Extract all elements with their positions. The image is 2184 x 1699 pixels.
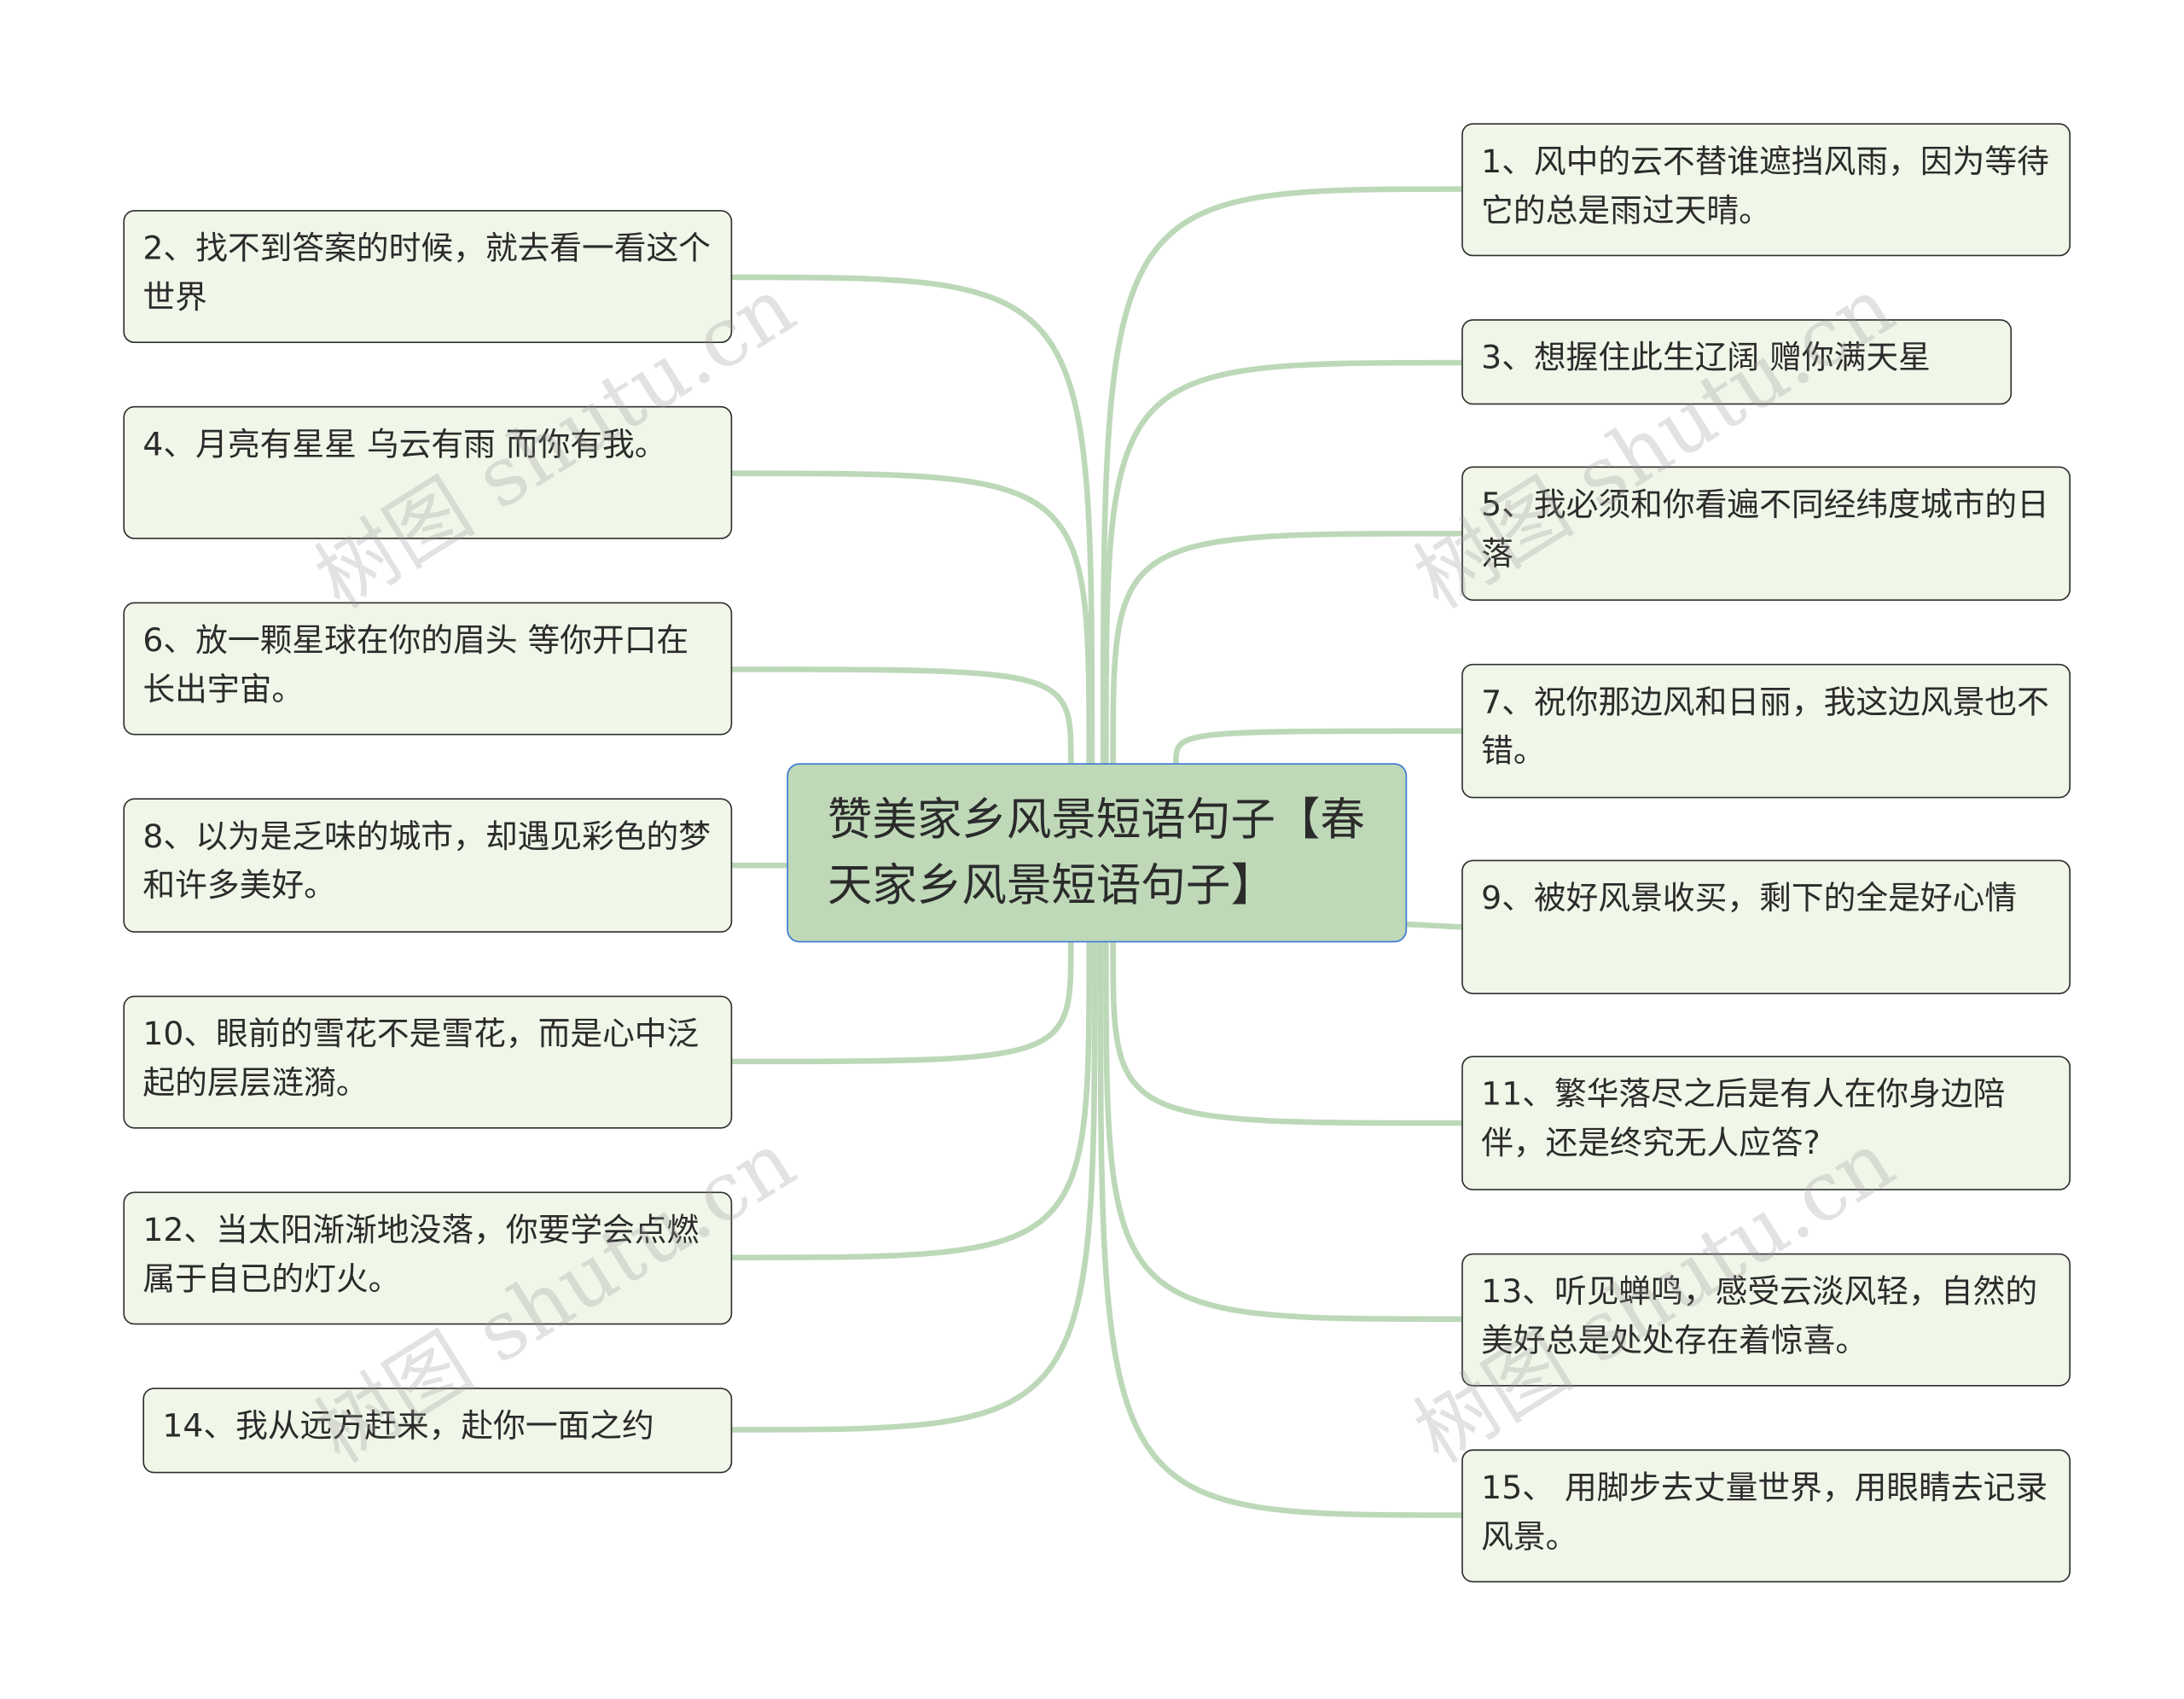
connector-line [732, 666, 1074, 764]
connector-line [732, 274, 1095, 764]
topic-right-13[interactable]: 13、听见蝉鸣，感受云淡风轻，自然的美好总是处处存在着惊喜。 [1461, 1253, 2071, 1387]
connector-line [1407, 921, 1462, 930]
topic-right-15[interactable]: 15、 用脚步去丈量世界，用眼睛去记录风景。 [1461, 1449, 2071, 1583]
connector-line [732, 942, 1092, 1260]
connector-line [1100, 186, 1462, 764]
topic-left-4[interactable]: 4、月亮有星星 乌云有雨 而你有我。 [123, 405, 733, 539]
topic-right-7[interactable]: 7、祝你那边风和日丽，我这边风景也不错。 [1461, 663, 2071, 799]
topic-right-3[interactable]: 3、想握住此生辽阔 赠你满天星 [1461, 319, 2013, 405]
topic-left-2[interactable]: 2、找不到答案的时候，就去看一看这个世界 [123, 210, 733, 344]
topic-right-5[interactable]: 5、我必须和你看遍不同经纬度城市的日落 [1461, 466, 2071, 601]
topic-left-12[interactable]: 12、当太阳渐渐地没落，你要学会点燃属于自已的灯火。 [123, 1191, 733, 1325]
connector-line [1103, 359, 1462, 764]
topic-left-14[interactable]: 14、我从远方赶来，赴你一面之约 [142, 1388, 733, 1474]
connector-line [1110, 530, 1462, 764]
topic-left-8[interactable]: 8、以为是乏味的城市，却遇见彩色的梦和许多美好。 [123, 798, 733, 933]
connector-line [732, 942, 1074, 1065]
connector-line [732, 942, 1098, 1433]
topic-right-9[interactable]: 9、被好风景收买，剩下的全是好心情 [1461, 859, 2071, 995]
connector-line [1110, 942, 1462, 1126]
topic-right-1[interactable]: 1、风中的云不替谁遮挡风雨，因为等待它的总是雨过天晴。 [1461, 123, 2071, 257]
connector-line [732, 470, 1092, 764]
connector-line [1173, 728, 1462, 764]
central-topic[interactable]: 赞美家乡风景短语句子【春天家乡风景短语句子】 [787, 763, 1408, 943]
topic-left-10[interactable]: 10、眼前的雪花不是雪花，而是心中泛起的层层涟漪。 [123, 995, 733, 1129]
connector-line [1103, 942, 1462, 1323]
topic-right-11[interactable]: 11、繁华落尽之后是有人在你身边陪伴，还是终究无人应答? [1461, 1056, 2071, 1190]
connector-line [1097, 942, 1462, 1518]
topic-left-6[interactable]: 6、放一颗星球在你的眉头 等你开口在长出宇宙。 [123, 602, 733, 736]
